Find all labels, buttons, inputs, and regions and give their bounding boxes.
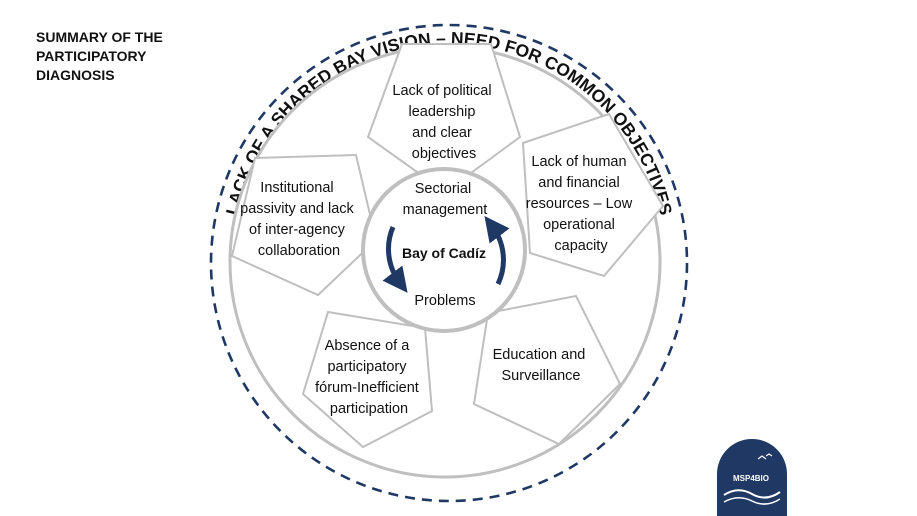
center-top-line-1: Sectorial: [415, 181, 471, 197]
center-title: Bay of Cadíz: [402, 245, 486, 261]
petal-resources-label: Lack of human and financial resources – …: [526, 154, 636, 254]
petal-institutional-label: Institutional passivity and lack of inte…: [240, 180, 358, 259]
title-line-3: DIAGNOSIS: [36, 67, 115, 83]
petal-institutional-line: Institutional: [260, 180, 333, 196]
petal-forum-line: fórum-Inefficient: [315, 380, 419, 396]
petal-education-shape: [472, 294, 622, 446]
msp4bio-logo: MSP4BIO: [717, 439, 787, 516]
petal-resources-shape: [521, 112, 665, 278]
petal-resources-line: operational: [543, 217, 615, 233]
diagram-title: SUMMARY OF THE PARTICIPATORY DIAGNOSIS: [36, 28, 163, 85]
center-top-line-2: management: [403, 202, 488, 218]
cycle-arrow-left: [382, 226, 408, 293]
petal-education-line: Education and: [493, 347, 586, 363]
petal-resources-line: Lack of human: [531, 154, 626, 170]
logo-bird-icon: [757, 453, 773, 460]
petal-institutional-shape: [230, 153, 378, 297]
petal-political-line: and clear: [412, 125, 472, 141]
petal-political-label: Lack of political leadership and clear o…: [392, 83, 495, 162]
petal-institutional-line: of inter-agency: [249, 222, 346, 238]
cycle-arrow-right: [484, 216, 510, 286]
petal-resources-line: capacity: [554, 238, 608, 254]
petal-resources-line: and financial: [538, 175, 619, 191]
logo-wave-icon: [723, 489, 781, 499]
petal-political-shape: [366, 43, 522, 194]
petal-political-line: leadership: [409, 104, 476, 120]
petal-institutional-line: passivity and lack: [240, 201, 354, 217]
petal-forum-shape: [301, 310, 434, 449]
petal-forum-line: participatory: [327, 359, 407, 375]
petal-resources-line: resources – Low: [526, 196, 633, 212]
petal-education-line: Surveillance: [502, 368, 581, 384]
logo-text: MSP4BIO: [733, 474, 769, 483]
petal-political-line: Lack of political: [392, 83, 491, 99]
center-bottom-label: Problems: [414, 293, 475, 309]
petal-political-line: objectives: [412, 146, 476, 162]
logo-wave-icon: [723, 497, 781, 505]
title-line-2: PARTICIPATORY: [36, 48, 147, 64]
petal-forum-label: Absence of a participatory fórum-Ineffic…: [315, 338, 423, 417]
title-line-1: SUMMARY OF THE: [36, 29, 163, 45]
petal-education-label: Education and Surveillance: [493, 347, 590, 384]
outer-dashed-ring: [209, 23, 689, 503]
petal-institutional-line: collaboration: [258, 243, 340, 259]
center-top-label: Sectorial management: [403, 181, 488, 218]
petal-forum-line: Absence of a: [325, 338, 411, 354]
petal-forum-line: participation: [330, 401, 408, 417]
